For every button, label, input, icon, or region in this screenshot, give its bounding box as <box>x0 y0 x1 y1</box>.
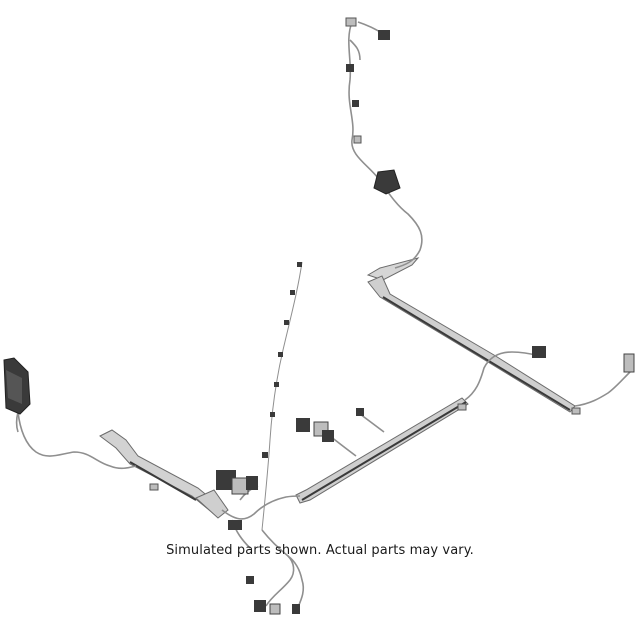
middle-conduit <box>295 397 469 504</box>
disclaimer-text: Simulated parts shown. Actual parts may … <box>166 543 474 558</box>
connector-blocks <box>3 17 635 615</box>
wire-runs <box>15 21 631 613</box>
rear-conduit <box>366 257 576 413</box>
front-conduit <box>99 429 229 519</box>
